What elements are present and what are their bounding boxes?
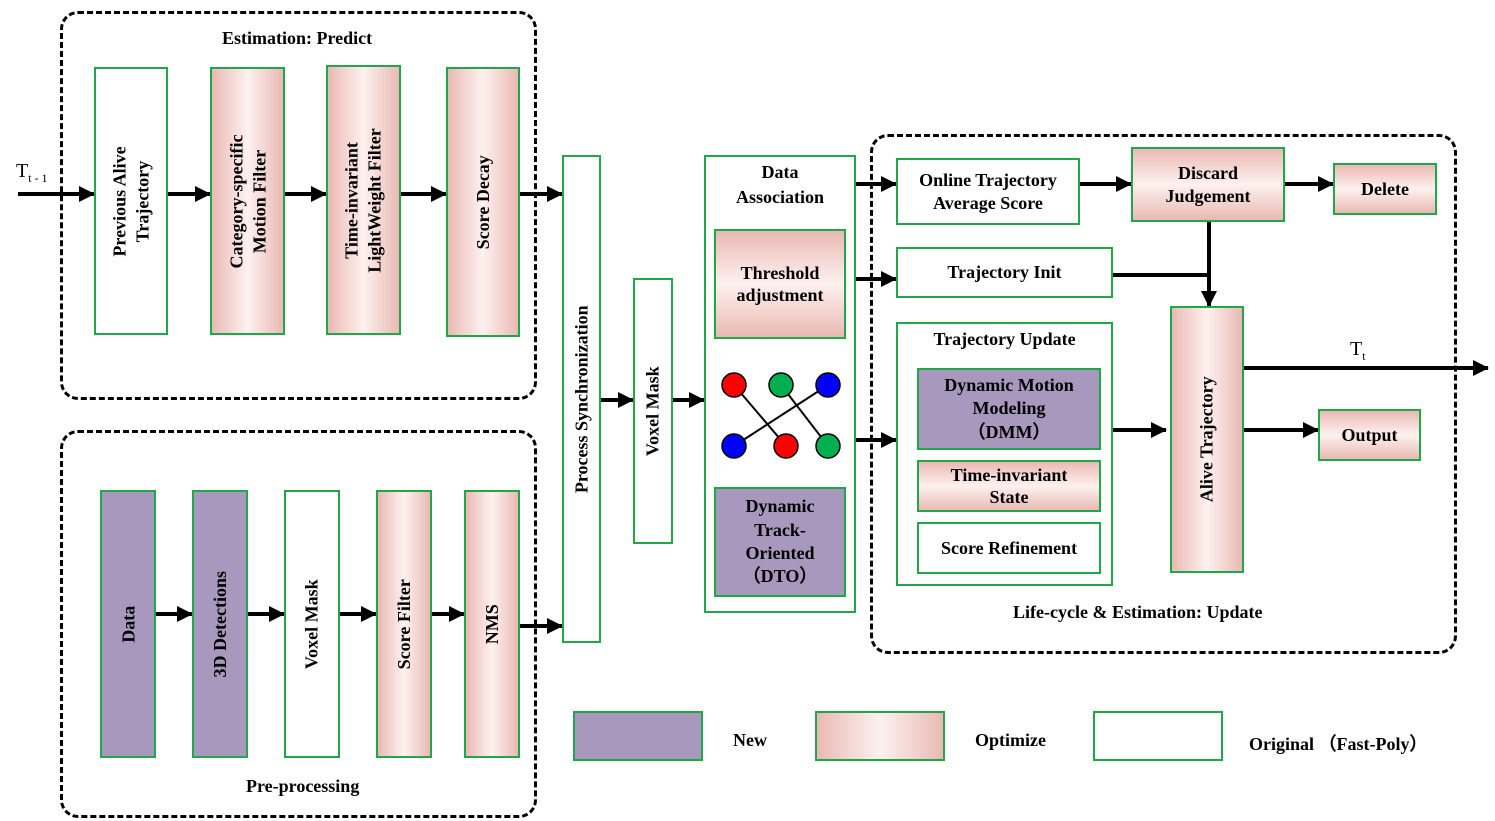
delete-label: Delete bbox=[1361, 178, 1409, 199]
input-label: Tt - 1 bbox=[16, 160, 48, 186]
output-label: Tt bbox=[1350, 338, 1366, 364]
group-predict-title: Estimation: Predict bbox=[222, 28, 373, 48]
node-red-top bbox=[721, 372, 747, 398]
pre-voxel-mask-label: Voxel Mask bbox=[301, 579, 322, 669]
node-green-bottom bbox=[815, 433, 841, 459]
group-update-title: Life-cycle & Estimation: Update bbox=[1013, 602, 1263, 622]
detections-box: 3D Detections bbox=[192, 490, 248, 758]
legend-optimize-label: Optimize bbox=[975, 730, 1046, 750]
group-preprocess-title: Pre-processing bbox=[246, 776, 360, 796]
process-sync-label: Process Synchronization bbox=[571, 305, 592, 493]
output-box-label: Output bbox=[1341, 424, 1398, 445]
score-filter-box: Score Filter bbox=[376, 490, 432, 758]
legend-original-label: Original （Fast-Poly） bbox=[1249, 734, 1428, 754]
data-box: Data bbox=[100, 490, 156, 758]
alive-trajectory-label: Alive Trajectory bbox=[1196, 376, 1217, 503]
alive-trajectory-box: Alive Trajectory bbox=[1170, 306, 1244, 573]
score-refinement-box: Score Refinement bbox=[917, 522, 1101, 574]
node-green-top bbox=[768, 372, 794, 398]
output-subscript: t bbox=[1362, 349, 1366, 363]
score-refinement-label: Score Refinement bbox=[940, 537, 1078, 558]
output-box: Output bbox=[1318, 409, 1421, 461]
node-blue-bottom bbox=[721, 433, 747, 459]
detections-label: 3D Detections bbox=[209, 570, 230, 678]
traj-init-box: Trajectory Init bbox=[896, 247, 1113, 298]
score-decay-label: Score Decay bbox=[472, 154, 493, 250]
voxel-mask-box: Voxel Mask bbox=[633, 278, 673, 544]
voxel-mask-label: Voxel Mask bbox=[642, 366, 663, 456]
legend-new-swatch bbox=[573, 711, 703, 761]
output-symbol: T bbox=[1350, 338, 1363, 360]
pre-voxel-mask-box: Voxel Mask bbox=[284, 490, 340, 758]
input-subscript: t - 1 bbox=[28, 171, 48, 185]
delete-box: Delete bbox=[1333, 163, 1437, 215]
input-symbol: T bbox=[16, 160, 29, 182]
data-label: Data bbox=[117, 605, 138, 643]
traj-init-label: Trajectory Init bbox=[947, 262, 1062, 283]
legend-new-label: New bbox=[733, 730, 767, 750]
score-decay-box: Score Decay bbox=[446, 67, 520, 337]
nms-box: NMS bbox=[464, 490, 520, 758]
group-preprocess bbox=[60, 430, 537, 818]
association-graph bbox=[721, 372, 841, 459]
process-sync-box: Process Synchronization bbox=[562, 155, 601, 643]
group-update bbox=[870, 134, 1457, 654]
legend-optimize-swatch bbox=[815, 711, 945, 761]
traj-update-title: Trajectory Update bbox=[933, 329, 1076, 349]
node-red-bottom bbox=[773, 433, 799, 459]
score-filter-label: Score Filter bbox=[393, 578, 414, 670]
legend-original-swatch bbox=[1093, 711, 1223, 761]
nms-label: NMS bbox=[481, 604, 502, 644]
node-blue-top bbox=[815, 372, 841, 398]
group-predict bbox=[60, 11, 537, 400]
